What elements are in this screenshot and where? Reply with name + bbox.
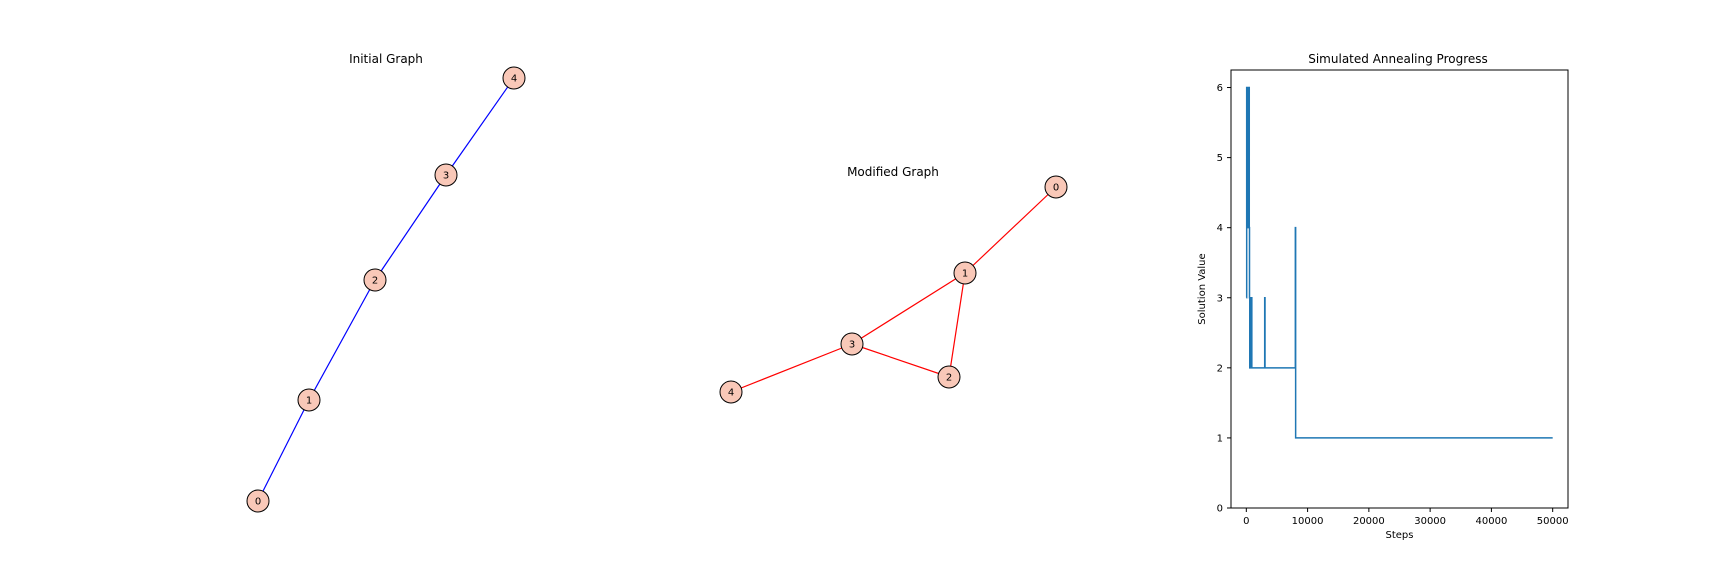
modified-graph-panel: Modified Graph 0 1 2 3 4 (719, 165, 1068, 404)
y-tick-label: 0 (1217, 504, 1223, 515)
x-tick-label: 40000 (1476, 516, 1508, 527)
graph-edge (445, 77, 515, 176)
x-tick-label: 30000 (1414, 516, 1446, 527)
modified-graph-title: Modified Graph (847, 165, 939, 179)
graph-edge (257, 399, 310, 502)
y-tick-label: 1 (1217, 433, 1223, 444)
graph-node (434, 163, 458, 187)
annealing-progress-title: Simulated Annealing Progress (1308, 52, 1488, 66)
x-tick-label: 50000 (1537, 516, 1569, 527)
y-tick-label: 5 (1217, 153, 1223, 164)
initial-graph-title: Initial Graph (349, 52, 423, 66)
x-axis-label: Steps (1386, 530, 1414, 541)
y-tick-label: 3 (1217, 293, 1223, 304)
x-tick-label: 10000 (1292, 516, 1324, 527)
annealing-progress-panel: Simulated Annealing Progress 0 10000 20000… (1197, 52, 1569, 541)
graph-node (297, 388, 321, 412)
graph-node-label: 0 (1053, 183, 1059, 194)
graph-edge (948, 272, 966, 378)
graph-node-label: 4 (728, 388, 734, 399)
graph-node-label: 2 (372, 276, 378, 287)
graph-node (246, 489, 270, 513)
x-tick-label: 20000 (1353, 516, 1385, 527)
graph-node (502, 66, 526, 90)
graph-node (719, 380, 743, 404)
graph-node-label: 3 (443, 171, 449, 182)
graph-edge (730, 343, 853, 393)
graph-edge (851, 343, 950, 378)
graph-node-label: 0 (255, 497, 261, 508)
initial-graph-panel: Initial Graph 0 1 2 3 4 (246, 52, 526, 513)
graph-node-label: 1 (306, 396, 312, 407)
graph-node-label: 2 (946, 373, 952, 384)
graph-node-label: 4 (511, 74, 517, 85)
plot-frame (1230, 69, 1569, 509)
graph-edge (308, 279, 376, 401)
graph-edge (964, 186, 1057, 274)
y-tick-label: 6 (1217, 83, 1223, 94)
graph-node-label: 3 (849, 340, 855, 351)
solution-value-line (1245, 86, 1553, 439)
graph-edge (851, 272, 966, 345)
graph-node (937, 365, 961, 389)
y-tick-label: 4 (1217, 223, 1223, 234)
graph-node-label: 1 (962, 269, 968, 280)
modified-graph-edges (730, 186, 1057, 393)
graph-edge (374, 174, 447, 281)
initial-graph-edges (257, 77, 515, 502)
modified-graph-nodes: 0 1 2 3 4 (719, 175, 1068, 404)
graph-node (953, 261, 977, 285)
graph-node (1044, 175, 1068, 199)
initial-graph-nodes: 0 1 2 3 4 (246, 66, 526, 513)
graph-node (363, 268, 387, 292)
y-axis-label: Solution Value (1197, 253, 1208, 324)
x-tick-label: 0 (1243, 516, 1249, 527)
y-tick-label: 2 (1217, 363, 1223, 374)
graph-node (840, 332, 864, 356)
